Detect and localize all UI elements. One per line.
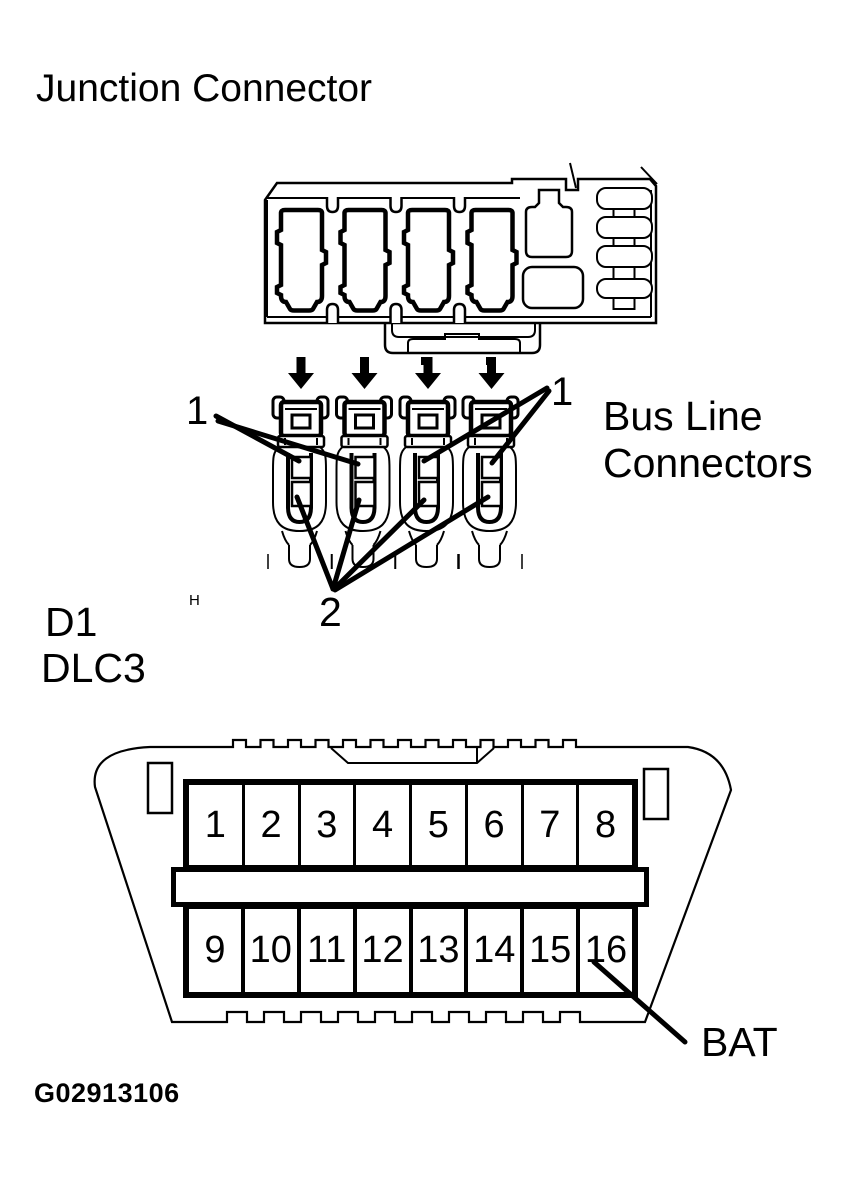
bus-connector-3 bbox=[395, 397, 459, 569]
bus-line-label-line1: Bus Line bbox=[603, 393, 763, 439]
dlc3-pin-6: 6 bbox=[464, 785, 521, 865]
bat-leader-line bbox=[591, 959, 688, 1045]
bus-connector-1 bbox=[268, 397, 332, 569]
dlc3-center-bar bbox=[171, 867, 649, 907]
dlc3-pin-4: 4 bbox=[353, 785, 409, 865]
dlc3-pin-12: 12 bbox=[352, 909, 409, 992]
dlc3-pin-8: 8 bbox=[576, 785, 632, 865]
dlc3-pin-row-bottom: 9 10 11 12 13 14 15 16 bbox=[183, 903, 638, 998]
dlc3-pin-15: 15 bbox=[520, 909, 576, 992]
dlc3-pin-5: 5 bbox=[409, 785, 465, 865]
dlc3-pin-11: 11 bbox=[296, 909, 353, 992]
page-title: Junction Connector bbox=[36, 67, 373, 110]
callout-2: 2 bbox=[319, 589, 342, 635]
dlc3-heading-dlc3: DLC3 bbox=[41, 645, 146, 691]
bat-label: BAT bbox=[701, 1019, 778, 1065]
dlc3-pin-16: 16 bbox=[576, 909, 632, 992]
stray-mark: H bbox=[189, 592, 200, 609]
dlc3-pin-14: 14 bbox=[464, 909, 520, 992]
dlc3-pin-7: 7 bbox=[520, 785, 577, 865]
bus-line-label-line2: Connectors bbox=[603, 440, 813, 486]
callout-leader-lines bbox=[213, 385, 552, 593]
junction-connector-drawing bbox=[263, 162, 658, 365]
dlc3-pin-row-top: 1 2 3 4 5 6 7 8 bbox=[183, 779, 638, 871]
dlc3-heading-d1: D1 bbox=[45, 599, 98, 645]
insertion-arrows bbox=[287, 356, 505, 390]
dlc3-pin-9: 9 bbox=[204, 929, 226, 971]
figure-id: G02913106 bbox=[34, 1078, 180, 1108]
fuse-ladder bbox=[596, 187, 653, 310]
bus-connector-2 bbox=[332, 397, 396, 569]
dlc3-pin-2: 2 bbox=[241, 785, 298, 865]
callout-1-left: 1 bbox=[186, 389, 209, 433]
dlc3-pin-13: 13 bbox=[408, 909, 465, 992]
dlc3-pin-1: 1 bbox=[204, 803, 226, 846]
callout-1-right: 1 bbox=[551, 370, 574, 414]
dlc3-pin-3: 3 bbox=[297, 785, 354, 865]
dlc3-pin-10: 10 bbox=[240, 909, 297, 992]
